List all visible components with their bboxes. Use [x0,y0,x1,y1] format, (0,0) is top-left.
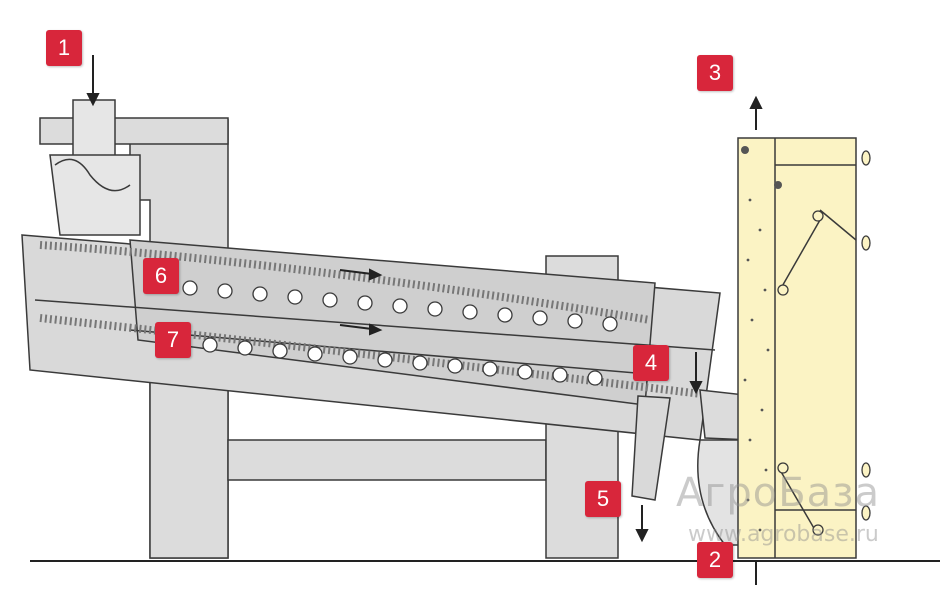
watermark-url: www.agrobase.ru [688,522,879,547]
outlet-chute [631,395,671,501]
marker-6: 6 [143,258,179,294]
marker-1: 1 [46,30,82,66]
marker-4: 4 [633,345,669,381]
grain-layer-top [39,241,651,324]
flow-arrows [86,55,763,585]
sieve-balls-lower [202,337,603,386]
aspirator-valves [777,150,871,536]
marker-5: 5 [585,481,621,517]
inlet-hopper [49,99,141,236]
sieve-balls-upper [182,280,618,332]
marker-2: 2 [697,542,733,578]
marker-3: 3 [697,55,733,91]
marker-7: 7 [155,322,191,358]
watermark-brand: АгроБаза [676,470,880,516]
aspiration-channel [737,137,857,559]
aspirator-dots [741,146,782,532]
